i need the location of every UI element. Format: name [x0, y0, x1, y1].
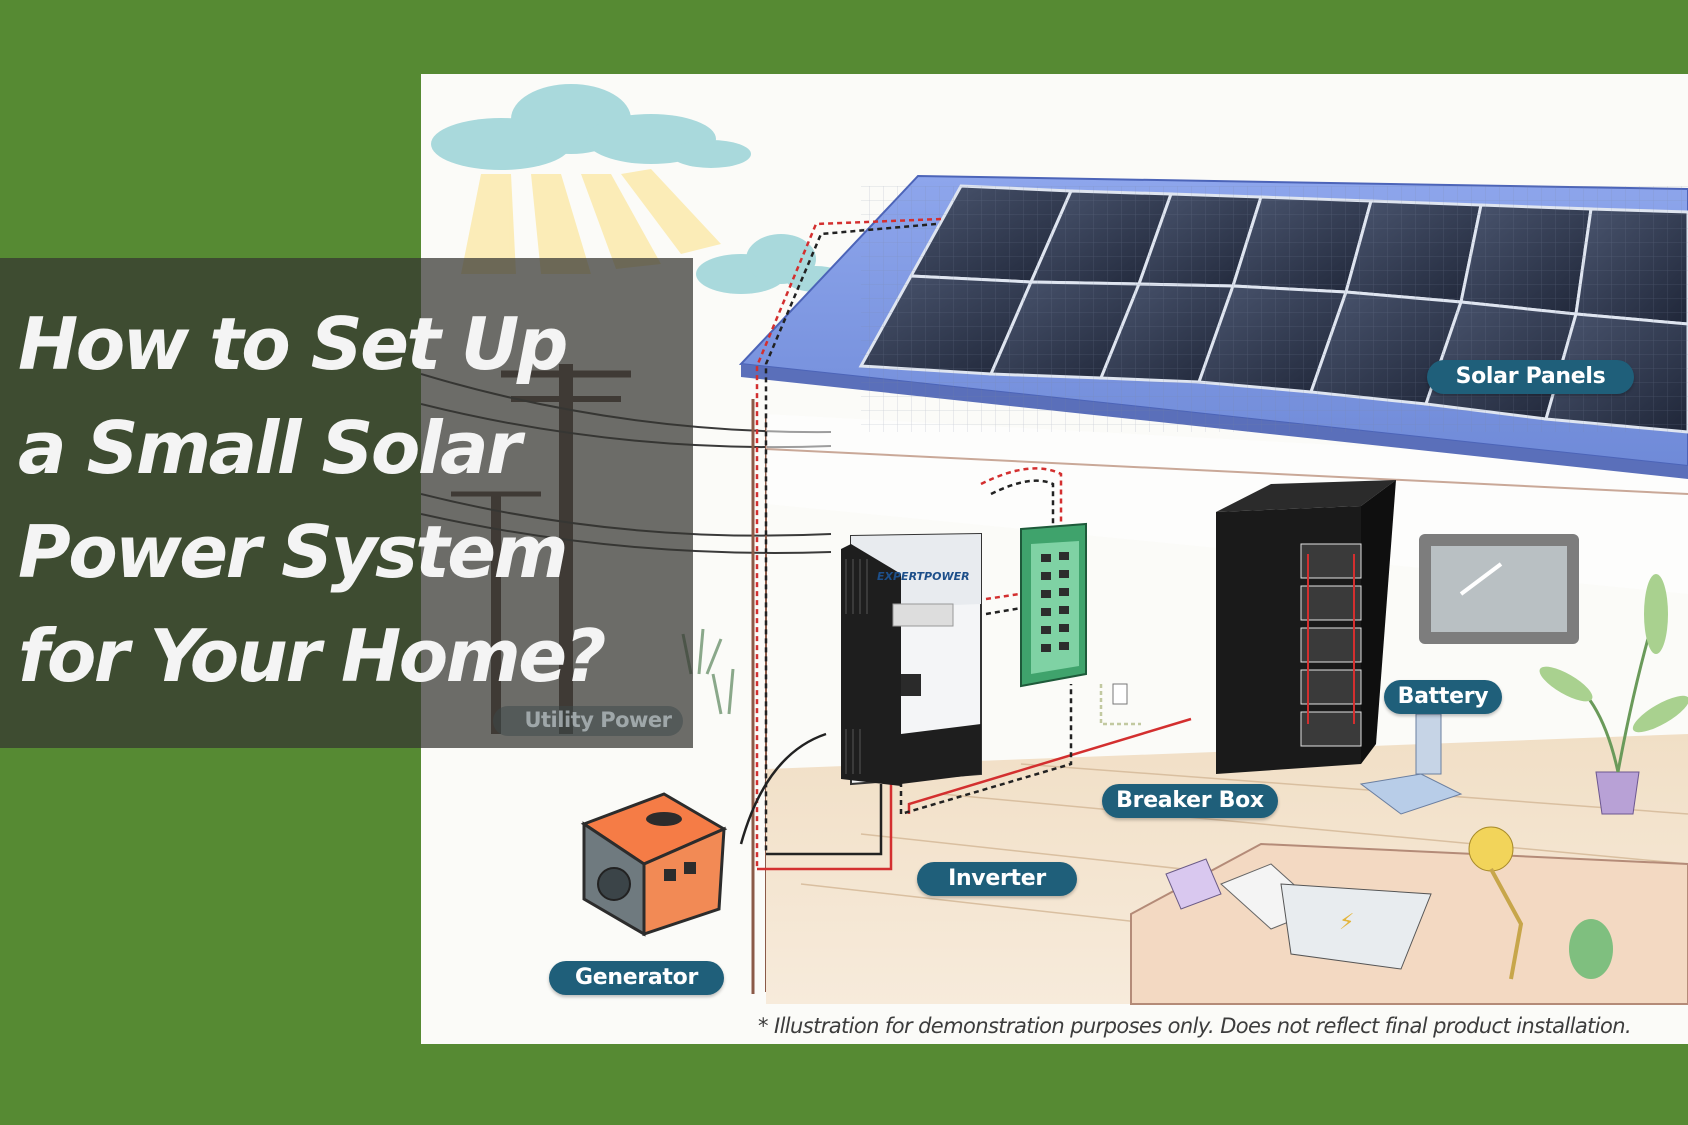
inverter-brand-logo: EXPERTPOWER [877, 570, 970, 583]
cloud-icon [696, 234, 846, 294]
title-line: a Small Solar [18, 406, 522, 490]
svg-text:⚡: ⚡ [1339, 910, 1354, 935]
sun-rays [461, 169, 721, 274]
inverter-label: Inverter [917, 862, 1077, 896]
utility-power-label: Utility Power [524, 708, 672, 732]
plant-icon [1539, 574, 1688, 815]
title-line: How to Set Up [18, 302, 568, 386]
cloud-icon [431, 84, 751, 170]
breaker-box [1020, 522, 1128, 705]
title-line: for Your Home? [18, 614, 606, 698]
battery-rack [1216, 480, 1396, 774]
generator-icon [580, 792, 728, 937]
page-title: How to Set Up a Small Solar Power System… [18, 292, 698, 708]
generator-label: Generator [549, 961, 724, 995]
inverter-unit: EXPERTPOWER [841, 532, 982, 786]
battery-label: Battery [1384, 680, 1502, 714]
title-line: Power System [18, 510, 569, 594]
disclaimer-text: * Illustration for demonstration purpose… [758, 1014, 1632, 1038]
solar-panels-label: Solar Panels [1427, 360, 1634, 394]
office-desk: ⚡ [1130, 713, 1688, 1005]
title-overlay [0, 258, 693, 748]
breaker-box-label: Breaker Box [1102, 784, 1278, 818]
window-icon [1419, 534, 1579, 644]
